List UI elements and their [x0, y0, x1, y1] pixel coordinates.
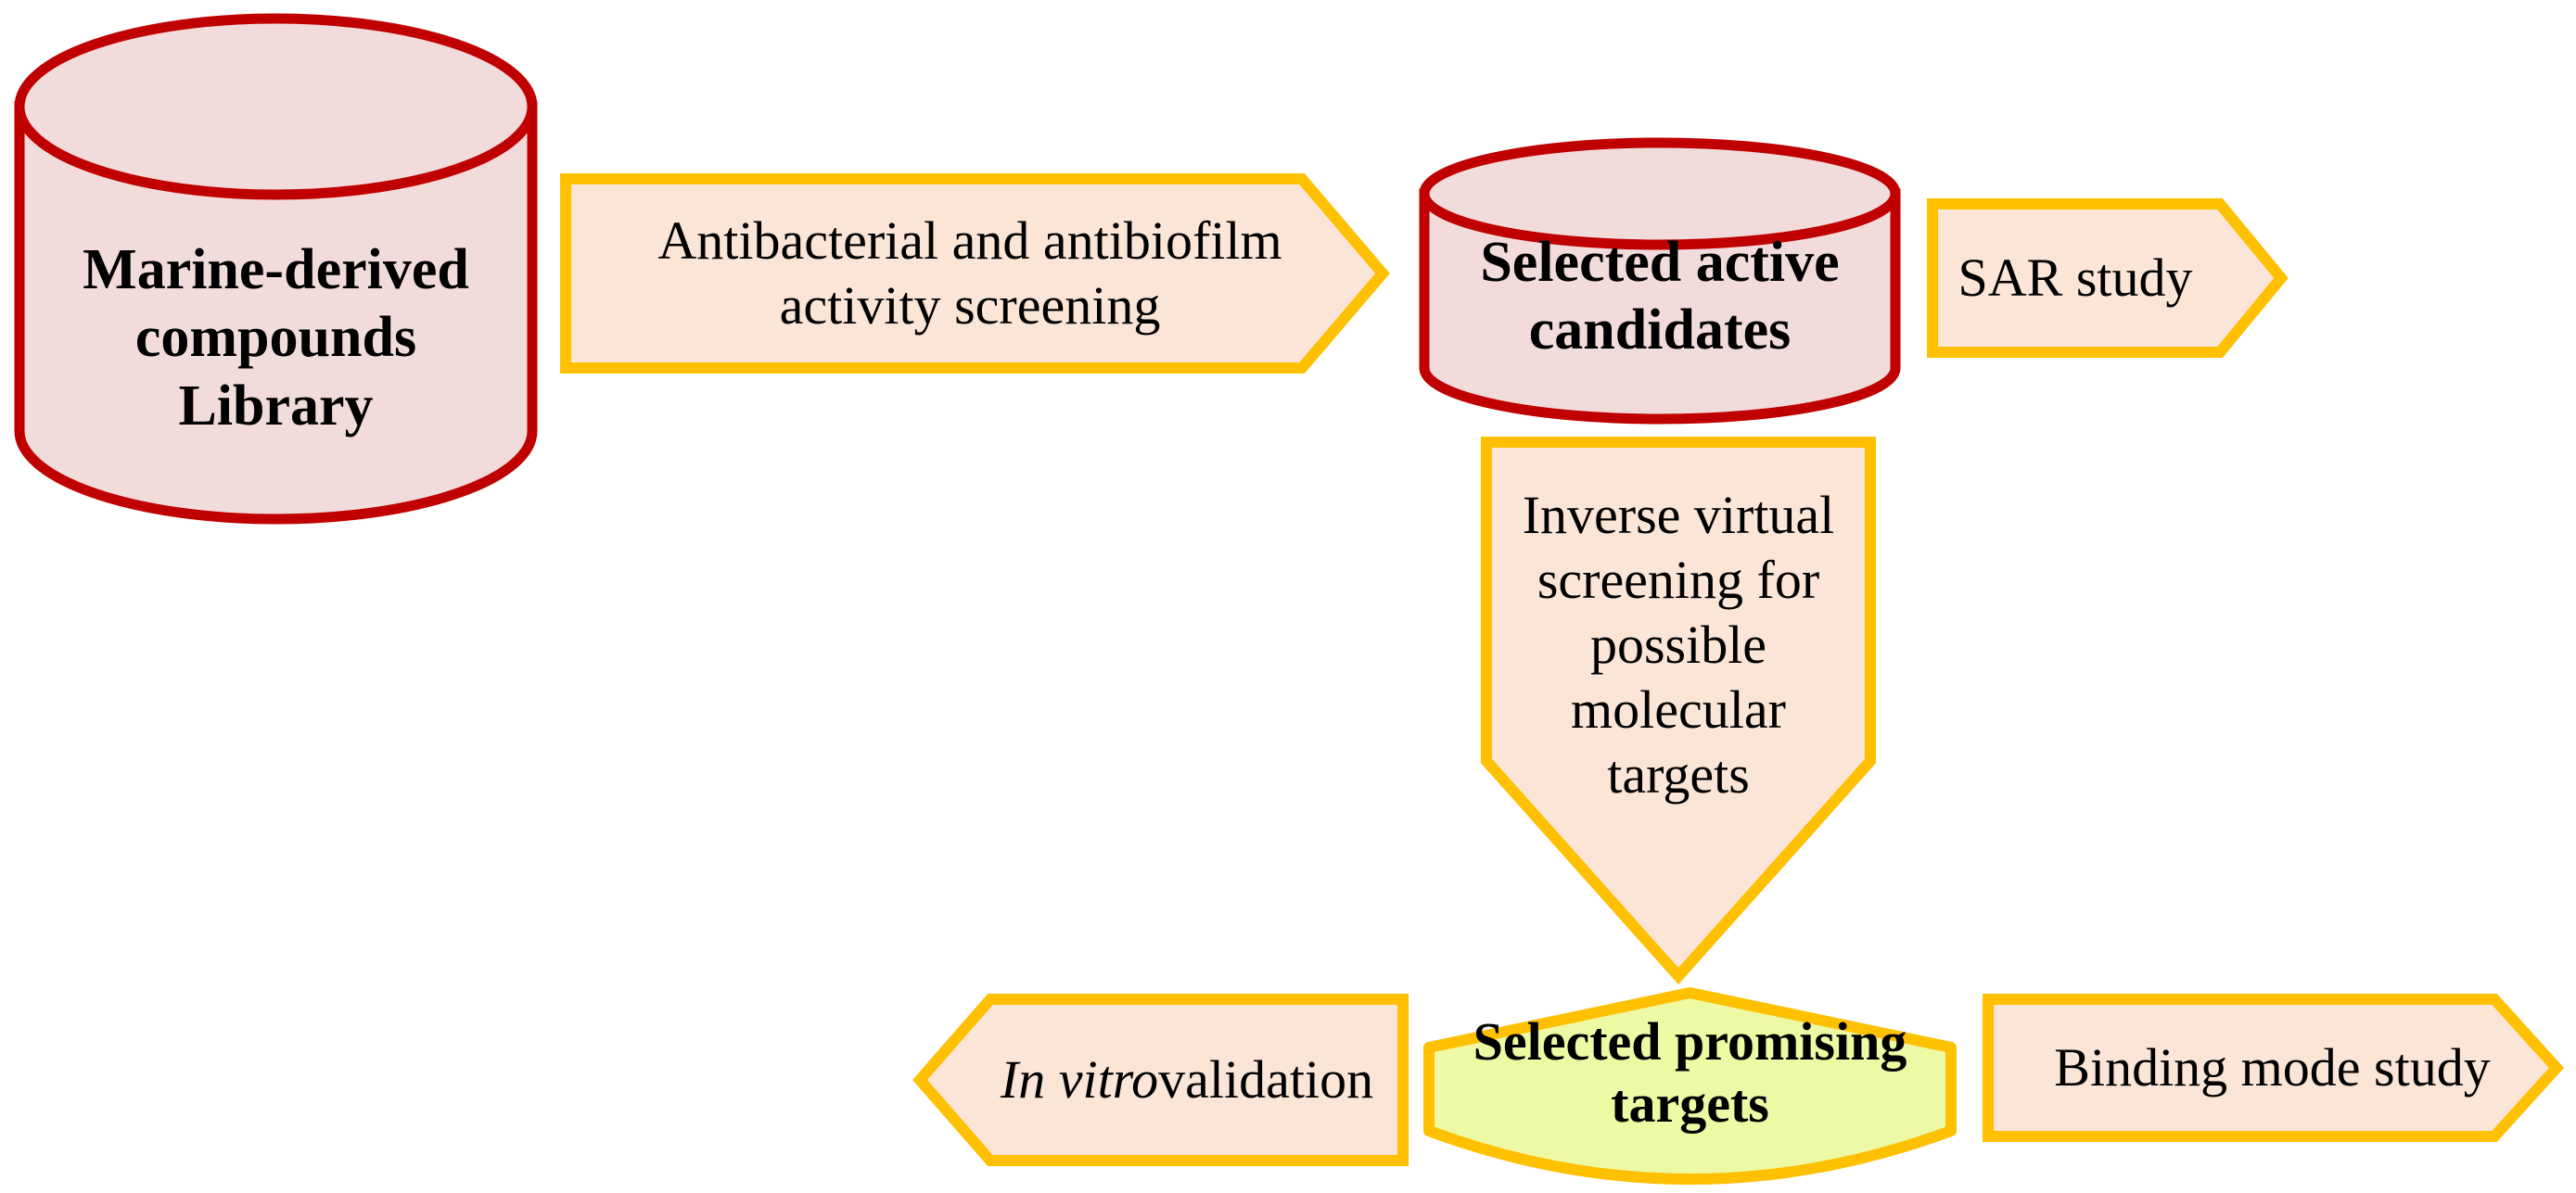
cylinder-shape-graphic [1419, 137, 1901, 425]
in-vitro-label-regular: validation [1158, 1048, 1374, 1110]
in-vitro-label-italic: In vitro [1000, 1048, 1159, 1110]
cylinder-shape-graphic [14, 13, 538, 525]
library-cylinder [14, 13, 538, 525]
library-label: Marine-derived compounds Library [83, 238, 469, 438]
arrow-right-shape-graphic [560, 173, 1390, 374]
promising-targets-node [1423, 986, 1957, 1188]
binding-mode-arrow [1983, 994, 2565, 1142]
candidates-cylinder [1419, 137, 1901, 425]
sar-arrow [1927, 198, 2289, 358]
promising-targets-label: Selected promising targets [1473, 1011, 1907, 1134]
in-vitro-label: In vitro validation [964, 994, 1409, 1166]
display-shape-graphic [1423, 987, 1957, 1185]
in-vitro-arrow [912, 994, 1409, 1166]
arrow-left-shape-graphic [912, 994, 1409, 1166]
candidates-label: Selected active candidates [1480, 230, 1840, 362]
screening-arrow [560, 173, 1390, 374]
sar-label: SAR study [1958, 247, 2193, 308]
inverse-screening-label: Inverse virtual screening for possible m… [1522, 484, 1835, 806]
arrow-right-shape-graphic [1983, 994, 2565, 1142]
binding-mode-label: Binding mode study [2054, 1036, 2491, 1098]
arrow-right-shape-graphic [1927, 198, 2289, 358]
inverse-screening-arrow [1481, 437, 1876, 985]
arrow-down-shape-graphic [1481, 437, 1876, 985]
screening-label: Antibacterial and antibiofilm activity s… [657, 209, 1282, 336]
